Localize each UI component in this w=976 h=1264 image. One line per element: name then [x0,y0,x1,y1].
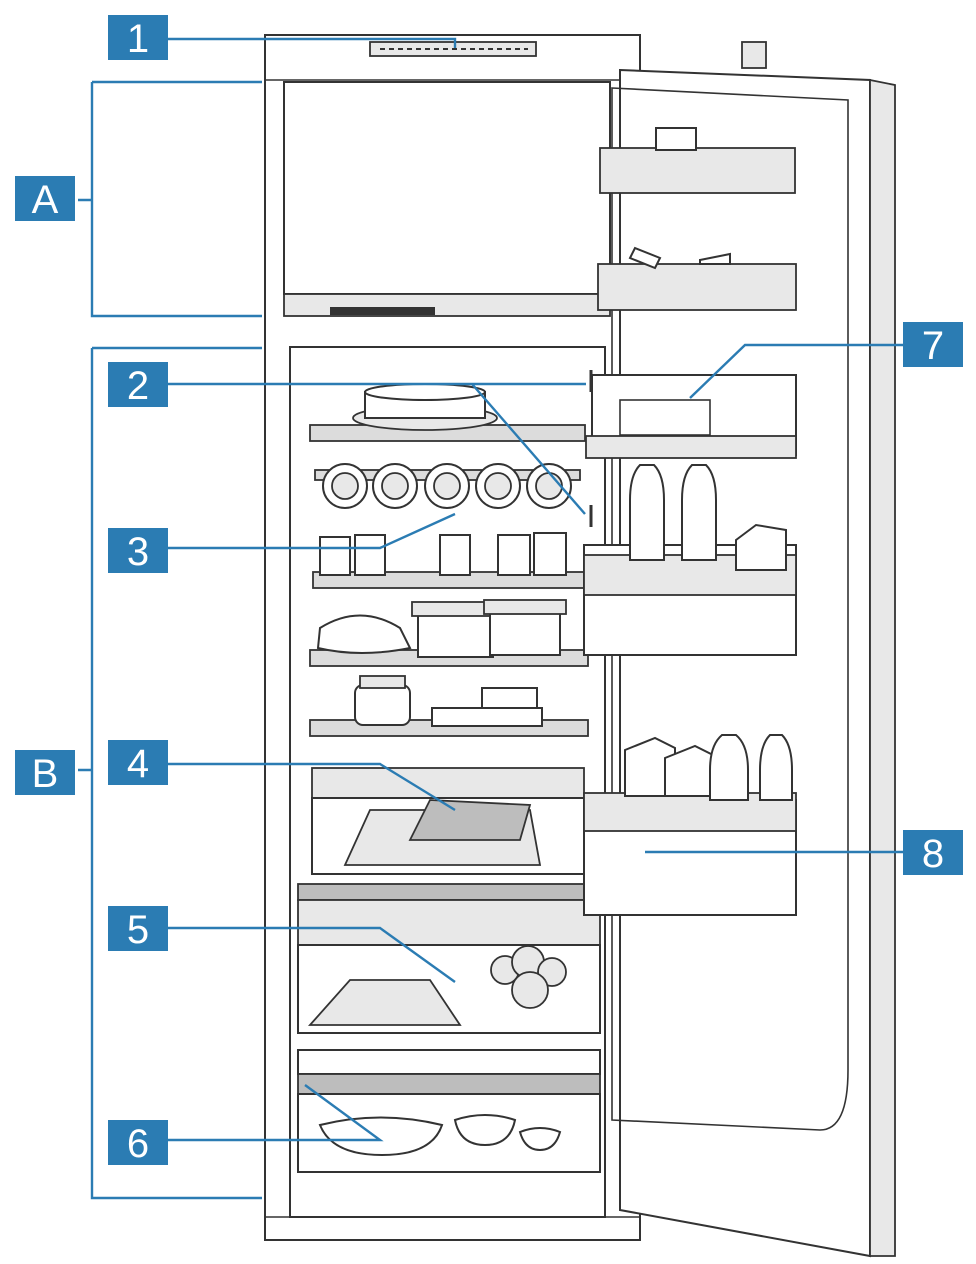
drawer-chiller [311,767,585,875]
callout-labels: 1 A 2 3 4 B 5 6 [15,15,963,1166]
shelf-1 [309,383,586,442]
leader-line-6 [168,1084,384,1142]
label-4: 4 [108,740,168,786]
leader-line-3 [168,512,456,550]
label-A: A [15,176,75,222]
leader-lines [78,37,903,1200]
label-7: 7 [903,322,963,368]
shelf-4 [309,675,589,737]
svg-text:3: 3 [127,530,149,574]
door-shelf-1 [599,147,796,194]
door-hinge [741,41,767,69]
svg-text:B: B [32,752,59,796]
drawer-vegetables [297,883,601,1034]
svg-text:7: 7 [922,324,944,368]
svg-text:4: 4 [127,742,149,786]
svg-text:2: 2 [127,364,149,408]
vent-strip [330,307,435,315]
shelf-3 [309,599,589,667]
leader-line-7 [689,343,903,399]
label-1: 1 [108,15,168,61]
bracket-A [78,80,262,318]
label-2: 2 [108,362,168,408]
svg-text:A: A [32,178,59,222]
svg-text:8: 8 [922,832,944,876]
drawer-bottom [297,1049,601,1173]
svg-text:5: 5 [127,908,149,952]
freezer-compartment [283,81,611,295]
leader-line-5 [168,926,456,983]
label-6: 6 [108,1120,168,1166]
label-5: 5 [108,906,168,952]
svg-text:6: 6 [127,1122,149,1166]
label-8: 8 [903,830,963,876]
bracket-B [78,346,262,1200]
label-3: 3 [108,528,168,574]
bottle-rack [314,463,581,509]
door-shelf-2 [597,263,797,311]
shelf-2 [312,532,586,589]
leader-line-1 [168,37,457,48]
leader-line-2b [471,383,586,515]
label-B: B [15,750,75,796]
fridge-door [583,41,896,1258]
leader-line-4 [168,762,456,812]
svg-text:1: 1 [127,17,149,61]
